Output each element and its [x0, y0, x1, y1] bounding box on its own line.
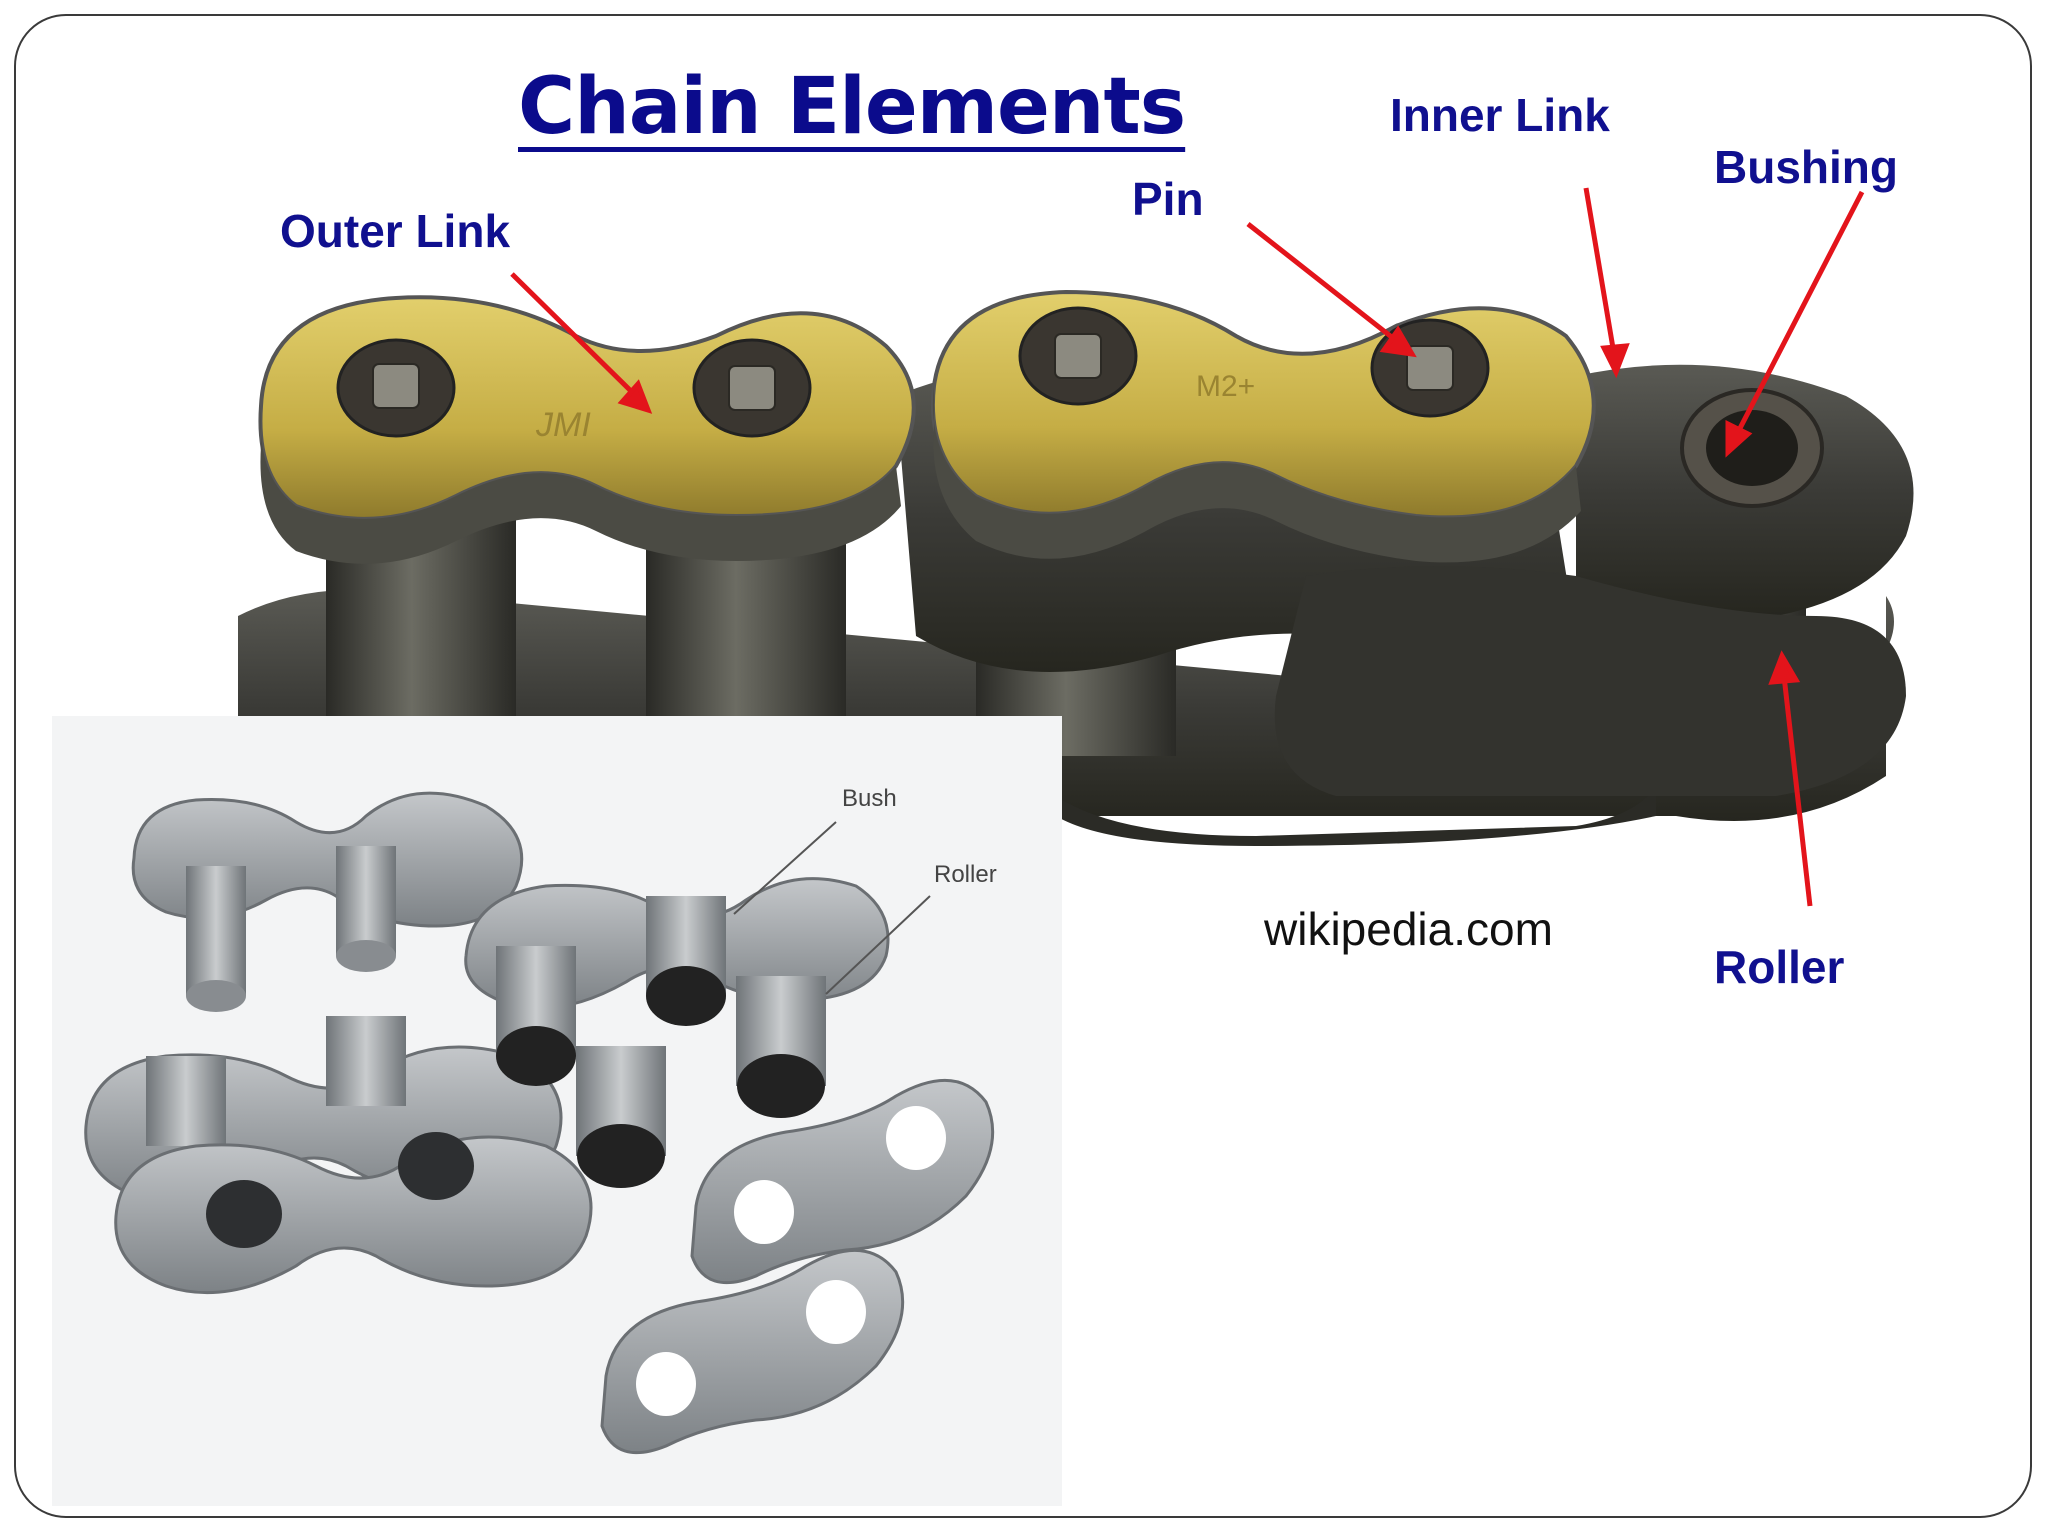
- slide: JMI M2+: [14, 14, 2032, 1518]
- roller-chain-photo: JMI M2+: [52, 187, 1938, 1506]
- svg-text:JMI: JMI: [535, 406, 591, 444]
- source-caption: wikipedia.com: [1264, 903, 1553, 955]
- exploded-chain-link-render: Bush Roller: [84, 785, 997, 1455]
- outer-link-label: Outer Link: [280, 205, 511, 257]
- slide-title: Chain Elements: [518, 62, 1186, 152]
- svg-text:M2+: M2+: [1196, 370, 1255, 403]
- pin-label: Pin: [1132, 173, 1204, 225]
- bush-label: Bush: [842, 785, 897, 812]
- roller-small-label: Roller: [934, 861, 997, 888]
- roller-label: Roller: [1714, 941, 1845, 993]
- bushing-label: Bushing: [1714, 141, 1898, 193]
- inner-link-label: Inner Link: [1390, 89, 1610, 141]
